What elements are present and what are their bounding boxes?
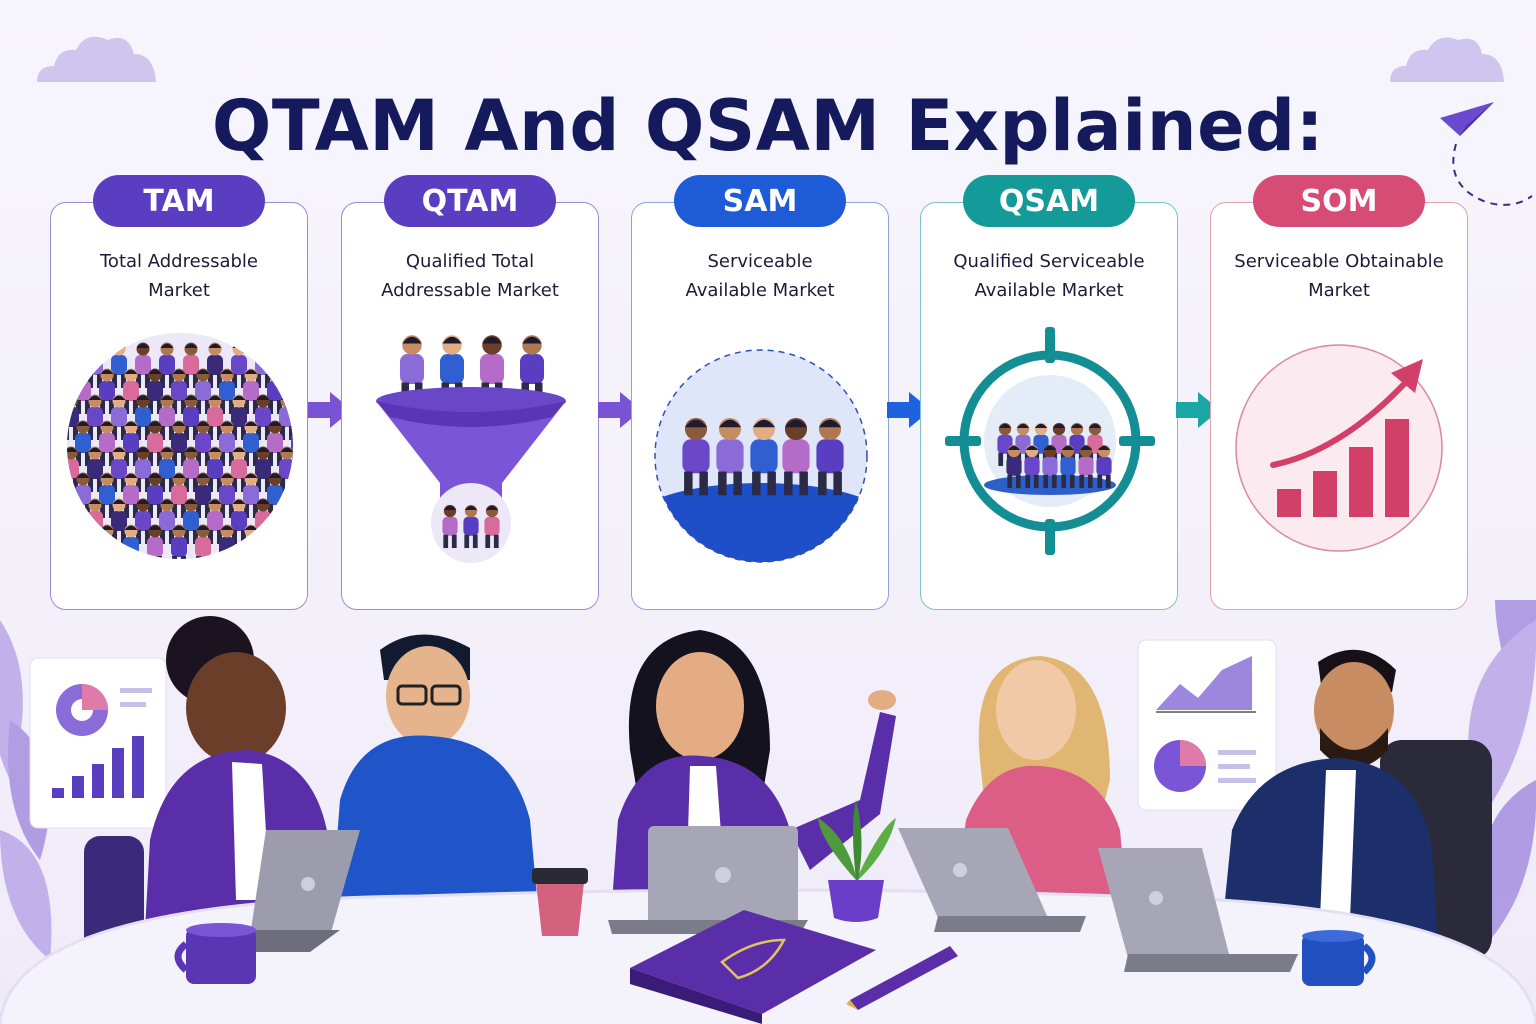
plant-icon bbox=[818, 800, 896, 922]
coffee-mug-icon bbox=[1302, 930, 1376, 986]
stage-card-som: SOM Serviceable Obtainable Market bbox=[1210, 175, 1468, 610]
laptop-icon bbox=[898, 828, 1086, 932]
arrow-right-icon bbox=[1176, 392, 1220, 428]
dashboard-board-left bbox=[29, 657, 167, 829]
coffee-cup-icon bbox=[532, 868, 588, 936]
stage-badge-sam: SAM bbox=[674, 175, 846, 227]
pen-icon bbox=[846, 946, 958, 1010]
paper-plane-icon bbox=[1440, 102, 1533, 206]
stage-badge-qsam: QSAM bbox=[963, 175, 1135, 227]
person-2 bbox=[330, 634, 540, 930]
dashboard-board-right bbox=[1137, 639, 1277, 811]
stage-badge-tam: TAM bbox=[93, 175, 265, 227]
funnel-icon bbox=[376, 335, 566, 563]
cloud-icon bbox=[1390, 37, 1504, 82]
stage-badge-som: SOM bbox=[1253, 175, 1425, 227]
stage-card-sam: SAM Serviceable Available Market bbox=[631, 175, 889, 610]
stage-card-qtam: QTAM Qualified Total Addressable Market bbox=[341, 175, 599, 610]
cloud-icon bbox=[37, 36, 156, 82]
growth-chart-icon bbox=[1235, 344, 1443, 552]
people-circle-icon bbox=[654, 349, 868, 563]
stage-name-som: Serviceable Obtainable Market bbox=[1234, 251, 1444, 301]
page-title: QTAM And QSAM Explained: bbox=[211, 84, 1325, 167]
laptop-icon bbox=[1098, 848, 1298, 972]
stage-card-qsam: QSAM Qualified Serviceable Available Mar… bbox=[920, 175, 1178, 610]
crowd-icon bbox=[67, 333, 293, 559]
stage-badge-qtam: QTAM bbox=[384, 175, 556, 227]
target-icon bbox=[945, 327, 1155, 555]
stage-name-sam: Serviceable Available Market bbox=[685, 251, 835, 301]
team-meeting-illustration bbox=[0, 600, 1536, 1024]
stage-name-qtam: Qualified Total Addressable Market bbox=[381, 251, 559, 301]
stage-name-qsam: Qualified Serviceable Available Market bbox=[953, 251, 1145, 301]
coffee-mug-icon bbox=[174, 923, 256, 984]
stage-card-tam: TAM Total Addressable Market bbox=[50, 175, 308, 610]
rocket-icon bbox=[630, 910, 876, 1024]
stage-name-tam: Total Addressable Market bbox=[100, 251, 258, 301]
